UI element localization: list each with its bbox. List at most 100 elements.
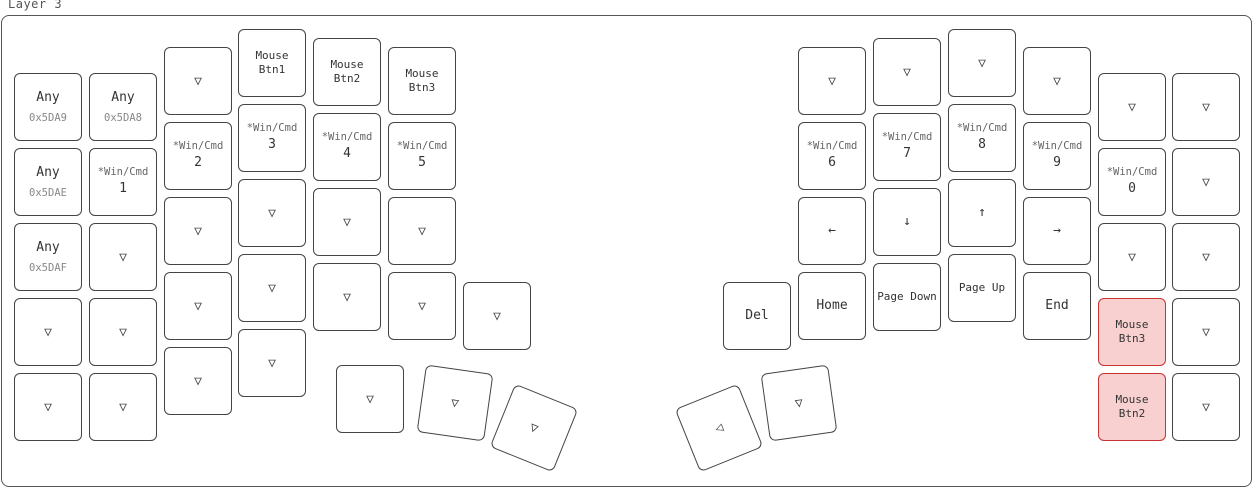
key-label: ← — [828, 222, 836, 238]
key-rt1: ▽ — [760, 364, 838, 442]
key-l25: ▽ — [388, 197, 456, 265]
key-label: 5 — [418, 155, 426, 171]
key-hold-label: *Win/Cmd — [97, 166, 149, 179]
key-l20: Any 0x5DAF — [14, 223, 82, 291]
key-r34: End — [1023, 272, 1091, 340]
key-l31: ▽ — [89, 298, 157, 366]
key-r14: *Win/Cmd 0 — [1098, 148, 1166, 216]
transparent-key-icon: ▽ — [44, 324, 52, 340]
transparent-key-icon: ▽ — [194, 73, 202, 89]
transparent-key-icon: ▽ — [828, 73, 836, 89]
key-l32: ▽ — [164, 272, 232, 340]
transparent-key-icon: ▽ — [194, 298, 202, 314]
key-l33: ▽ — [238, 254, 306, 322]
key-r44: Mouse Btn2 — [1098, 373, 1166, 441]
key-r31: Home — [798, 272, 866, 340]
key-r20: ← — [798, 197, 866, 265]
key-label: 3 — [268, 137, 276, 153]
key-l02: ▽ — [164, 47, 232, 115]
key-r00: ▽ — [798, 47, 866, 115]
transparent-key-icon: ▽ — [44, 399, 52, 415]
key-l36: ▽ — [463, 282, 531, 350]
transparent-key-icon: ▽ — [268, 205, 276, 221]
key-label: 8 — [978, 137, 986, 153]
key-label: Mouse Btn3 — [1115, 317, 1149, 345]
key-r02: ▽ — [948, 29, 1016, 97]
key-label: Any — [36, 164, 60, 180]
key-r15: ▽ — [1172, 148, 1240, 216]
key-r10: *Win/Cmd 6 — [798, 122, 866, 190]
transparent-key-icon: ▽ — [1128, 99, 1136, 115]
key-label: Page Down — [877, 289, 937, 303]
key-r11: *Win/Cmd 7 — [873, 113, 941, 181]
transparent-key-icon: ▽ — [1128, 249, 1136, 265]
transparent-key-icon: ▽ — [1202, 399, 1210, 415]
key-hold-label: *Win/Cmd — [806, 140, 858, 153]
transparent-key-icon: ▽ — [1202, 174, 1210, 190]
key-label: Mouse Btn2 — [1115, 392, 1149, 420]
key-l24: ▽ — [313, 188, 381, 256]
key-r04: ▽ — [1098, 73, 1166, 141]
transparent-key-icon: ▽ — [1202, 324, 1210, 340]
key-r33: Page Up — [948, 254, 1016, 322]
key-label: ↑ — [978, 204, 986, 220]
key-label: 2 — [194, 155, 202, 171]
key-code-label: 0x5DAF — [29, 262, 67, 275]
key-l40: ▽ — [14, 373, 82, 441]
key-label: 9 — [1053, 155, 1061, 171]
key-label: ↓ — [903, 213, 911, 229]
key-r22: ↑ — [948, 179, 1016, 247]
transparent-key-icon: ▽ — [794, 395, 804, 411]
key-label: Any — [36, 239, 60, 255]
key-lt1: ▽ — [416, 364, 494, 442]
key-hold-label: *Win/Cmd — [246, 122, 298, 135]
transparent-key-icon: ▽ — [418, 298, 426, 314]
key-r03: ▽ — [1023, 47, 1091, 115]
key-code-label: 0x5DA9 — [29, 112, 67, 125]
transparent-key-icon: ▽ — [119, 324, 127, 340]
key-hold-label: *Win/Cmd — [881, 131, 933, 144]
key-label: 0 — [1128, 181, 1136, 197]
layer-title: Layer 3 — [8, 0, 63, 11]
key-l04: Mouse Btn2 — [313, 38, 381, 106]
key-l00: Any 0x5DA9 — [14, 73, 82, 141]
key-label: Any — [36, 89, 60, 105]
key-l05: Mouse Btn3 — [388, 47, 456, 115]
transparent-key-icon: ▽ — [194, 373, 202, 389]
key-label: Del — [745, 307, 769, 323]
key-code-label: 0x5DAE — [29, 187, 67, 200]
key-r23: → — [1023, 197, 1091, 265]
transparent-key-icon: ▽ — [119, 249, 127, 265]
key-label: 7 — [903, 146, 911, 162]
key-r32: Page Down — [873, 263, 941, 331]
transparent-key-icon: ▽ — [903, 64, 911, 80]
key-r21: ↓ — [873, 188, 941, 256]
transparent-key-icon: ▽ — [1202, 249, 1210, 265]
key-l21: ▽ — [89, 223, 157, 291]
key-l10: Any 0x5DAE — [14, 148, 82, 216]
key-r36: ▽ — [1172, 298, 1240, 366]
key-lt0: ▽ — [336, 365, 404, 433]
key-l43: ▽ — [238, 329, 306, 397]
key-label: Mouse Btn1 — [255, 48, 289, 76]
key-r45: ▽ — [1172, 373, 1240, 441]
key-hold-label: *Win/Cmd — [1106, 166, 1158, 179]
key-hold-label: *Win/Cmd — [1031, 140, 1083, 153]
key-label: Mouse Btn2 — [330, 57, 364, 85]
transparent-key-icon: ▽ — [366, 391, 374, 407]
transparent-key-icon: ▽ — [450, 395, 460, 411]
transparent-key-icon: ▽ — [268, 280, 276, 296]
key-label: Page Up — [958, 280, 1006, 294]
transparent-key-icon: ▽ — [119, 399, 127, 415]
transparent-key-icon: ▽ — [527, 419, 541, 437]
key-r30: Del — [723, 282, 791, 350]
key-code-label: 0x5DA8 — [104, 112, 142, 125]
key-l03: Mouse Btn1 — [238, 29, 306, 97]
transparent-key-icon: ▽ — [1202, 99, 1210, 115]
key-label: 6 — [828, 155, 836, 171]
